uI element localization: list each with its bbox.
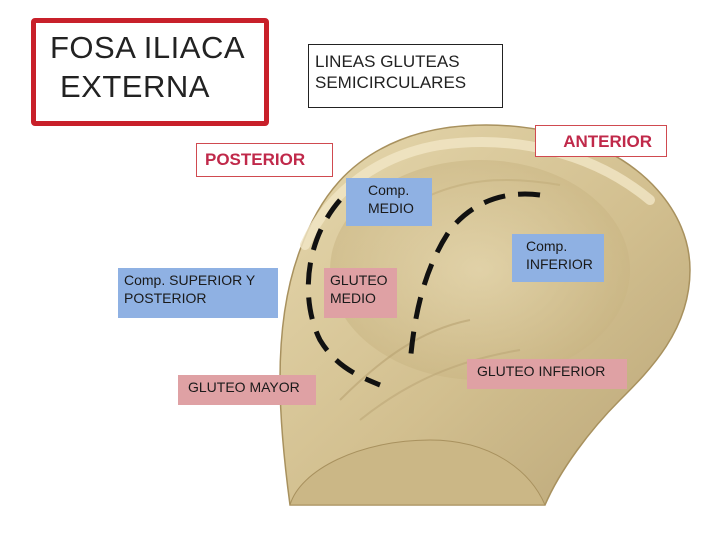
anterior-label: ANTERIOR	[535, 125, 667, 157]
gluteo-inferior-label: GLUTEO INFERIOR	[467, 359, 627, 389]
title-line-1: FOSA ILIACA	[50, 30, 246, 65]
anterior-gluteal-line	[407, 191, 541, 366]
comp-superior-posterior-label: Comp. SUPERIOR Y POSTERIOR	[118, 268, 278, 318]
title-box: FOSA ILIACA EXTERNA	[31, 18, 269, 126]
iliac-crest	[300, 137, 655, 250]
comp-inferior-line-1: Comp.	[526, 238, 568, 254]
gluteal-lines-label: LINEAS GLUTEAS SEMICIRCULARES	[308, 44, 503, 108]
posterior-gluteal-line	[305, 198, 381, 388]
comp-superior-line-1: Comp. SUPERIOR Y	[124, 272, 256, 288]
gluteal-lines-line-2: SEMICIRCULARES	[315, 73, 467, 93]
gluteo-medio-label: GLUTEO MEDIO	[324, 268, 397, 318]
comp-medio-line-1: Comp.	[368, 182, 410, 198]
comp-inferior-line-2: INFERIOR	[526, 255, 593, 272]
iliac-body	[289, 439, 546, 506]
gluteo-medio-line-2: MEDIO	[330, 289, 376, 306]
comp-superior-line-2: POSTERIOR	[124, 289, 207, 306]
gluteo-mayor-label: GLUTEO MAYOR	[178, 375, 316, 405]
gluteal-lines-line-1: LINEAS GLUTEAS	[315, 52, 460, 71]
comp-medio-line-2: MEDIO	[368, 199, 414, 216]
comp-inferior-label: Comp. INFERIOR	[512, 234, 604, 282]
posterior-label: POSTERIOR	[196, 143, 333, 177]
gluteo-medio-line-1: GLUTEO	[330, 272, 388, 288]
comp-medio-label: Comp. MEDIO	[346, 178, 432, 226]
title-line-2: EXTERNA	[60, 68, 210, 104]
